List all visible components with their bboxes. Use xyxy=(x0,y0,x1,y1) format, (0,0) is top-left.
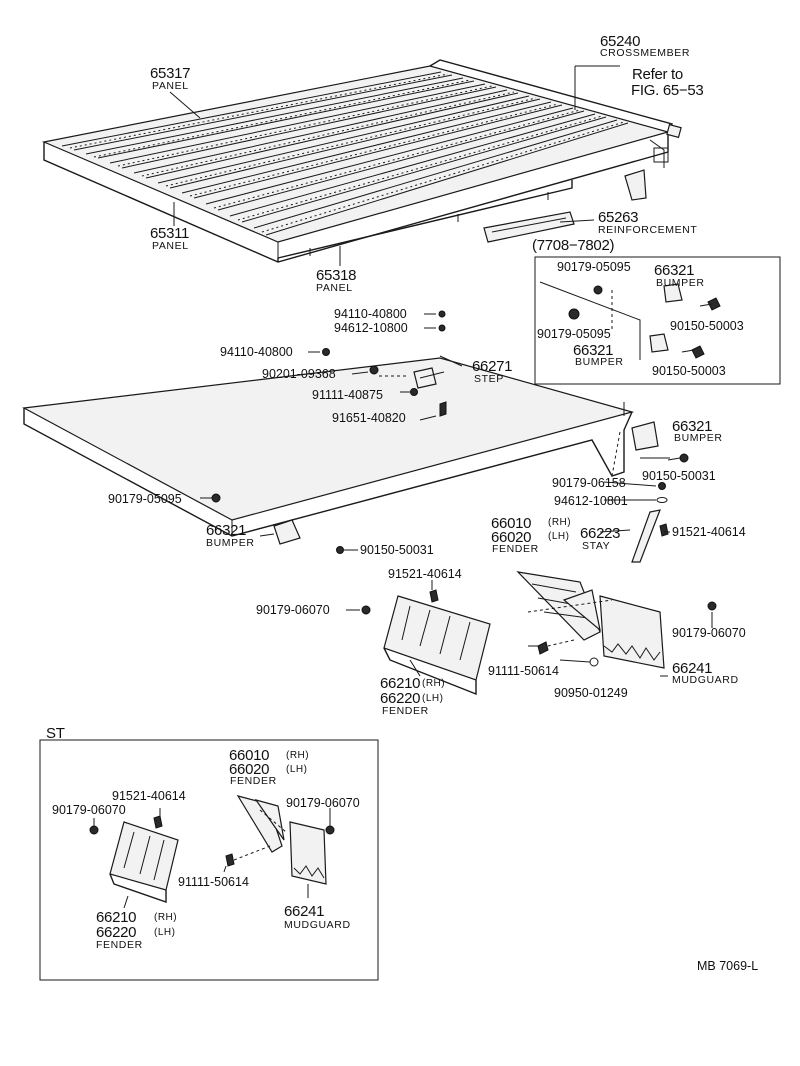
label-65318-number: 65318 xyxy=(316,267,357,284)
st-fender-left-num2: 66220 xyxy=(96,924,137,941)
mudguard-name: MUDGUARD xyxy=(672,674,739,686)
bumper-right-name: BUMPER xyxy=(674,432,723,444)
nut-90179-06070-fender: 90179-06070 xyxy=(256,603,330,617)
st-mudguard-number: 66241 xyxy=(284,903,325,920)
st-fender-left-num1: 66210 xyxy=(96,909,137,926)
stay-bracket xyxy=(631,509,669,563)
st-mudguard-name: MUDGUARD xyxy=(284,919,351,931)
inset-90179-05095-a: 90179-05095 xyxy=(557,260,631,274)
step-number: 66271 xyxy=(472,358,513,375)
inset-66321-a-name: BUMPER xyxy=(656,277,705,289)
label-65240-name: CROSSMEMBER xyxy=(600,47,691,59)
nut-90179-06158: 90179-06158 xyxy=(552,476,626,490)
refer-line-2: FIG. 65−53 xyxy=(631,82,704,99)
label-65311-number: 65311 xyxy=(150,225,190,242)
leader-lines-top xyxy=(169,65,620,266)
figure-id: MB 7069-L xyxy=(697,959,759,973)
stay-name: STAY xyxy=(582,540,611,552)
bolt-94110-40800-a: 94110-40800 xyxy=(334,307,407,321)
leader-lines-main xyxy=(200,313,713,677)
bolt-94110-40800-b: 94110-40800 xyxy=(220,345,293,359)
st-nut-90179-06070-right: 90179-06070 xyxy=(286,796,360,810)
step-bracket xyxy=(322,310,447,417)
fender-right-num1: 66010 xyxy=(491,515,532,532)
label-65311-name: PANEL xyxy=(152,240,189,252)
screw-91111-50614: 91111-50614 xyxy=(488,664,559,678)
st-bolt-91521-40614: 91521-40614 xyxy=(112,789,186,803)
bumper-left-number: 66321 xyxy=(206,522,247,539)
fender-hardware xyxy=(361,589,599,667)
st-fender-right-name: FENDER xyxy=(230,775,277,787)
st-fender-left-side2: (LH) xyxy=(154,927,176,938)
washer-94612-10801: 94612-10801 xyxy=(554,494,628,508)
bolt-90150-50031-mid: 90150-50031 xyxy=(360,543,434,557)
fender-left-num1: 66210 xyxy=(380,675,421,692)
inset-90150-50003-a: 90150-50003 xyxy=(670,319,744,333)
bolt-91521-40614-fender: 91521-40614 xyxy=(388,567,462,581)
label-65318-name: PANEL xyxy=(316,282,353,294)
inset-66321-b-name: BUMPER xyxy=(575,356,624,368)
bumper-right-number: 66321 xyxy=(672,418,713,435)
st-nut-90179-06070-left: 90179-06070 xyxy=(52,803,126,817)
inset-bumper-box xyxy=(534,256,781,385)
fender-right-side2: (LH) xyxy=(548,531,570,542)
fender-left-side2: (LH) xyxy=(422,693,444,704)
st-screw-91111-50614: 91111-50614 xyxy=(178,875,249,889)
fender-right-num2: 66020 xyxy=(491,529,532,546)
label-65263-number: 65263 xyxy=(598,209,639,226)
st-fender-right-num1: 66010 xyxy=(229,747,270,764)
date-range: (7708−7802) xyxy=(532,237,615,254)
washer-90950-01249: 90950-01249 xyxy=(554,686,628,700)
label-65263-name: REINFORCEMENT xyxy=(598,224,698,236)
mudguard xyxy=(527,595,717,669)
bed-floor-panel xyxy=(22,357,635,537)
right-bumper-hardware xyxy=(631,421,689,503)
fender-left-name: FENDER xyxy=(382,705,429,717)
st-inset-box xyxy=(39,739,379,981)
bolt-91521-40614-stay: 91521-40614 xyxy=(672,525,746,539)
right-fender xyxy=(516,571,601,641)
fender-left-num2: 66220 xyxy=(380,690,421,707)
nut-90179-05095-left: 90179-05095 xyxy=(108,492,182,506)
step-name: STEP xyxy=(474,373,504,385)
stay-number: 66223 xyxy=(580,525,621,542)
bolt-90150-50031-right: 90150-50031 xyxy=(642,469,716,483)
left-bumper-hardware xyxy=(211,493,358,554)
inset-90150-50003-b: 90150-50003 xyxy=(652,364,726,378)
mudguard-number: 66241 xyxy=(672,660,713,677)
fender-left-side1: (RH) xyxy=(422,678,446,689)
refer-line-1: Refer to xyxy=(632,66,683,83)
st-fender-left-side1: (RH) xyxy=(154,912,178,923)
label-65317-number: 65317 xyxy=(150,65,191,82)
inset-66321-b-number: 66321 xyxy=(573,342,614,359)
inset-66321-a-number: 66321 xyxy=(654,262,695,279)
left-fender xyxy=(383,595,491,696)
washer-94612-10800: 94612-10800 xyxy=(334,321,408,335)
nut-90179-06070-mudguard: 90179-06070 xyxy=(672,626,746,640)
st-fender-right-side1: (RH) xyxy=(286,750,310,761)
label-65317-name: PANEL xyxy=(152,80,189,92)
st-box-title: ST xyxy=(46,725,65,742)
bumper-left-name: BUMPER xyxy=(206,537,255,549)
st-fender-left-name: FENDER xyxy=(96,939,143,951)
fender-right-side1: (RH) xyxy=(548,517,572,528)
fender-right-name: FENDER xyxy=(492,543,539,555)
bolt-91111-40875: 91111-40875 xyxy=(312,388,383,402)
bolt-90201-09368: 90201-09368 xyxy=(262,367,336,381)
st-fender-right-num2: 66020 xyxy=(229,761,270,778)
inset-90179-05095-b: 90179-05095 xyxy=(537,327,611,341)
bolt-91651-40820: 91651-40820 xyxy=(332,411,406,425)
st-fender-right-side2: (LH) xyxy=(286,764,308,775)
reinforcement-bar xyxy=(483,211,575,243)
deck-panel-assembly xyxy=(41,59,682,263)
label-65240-number: 65240 xyxy=(600,33,641,50)
